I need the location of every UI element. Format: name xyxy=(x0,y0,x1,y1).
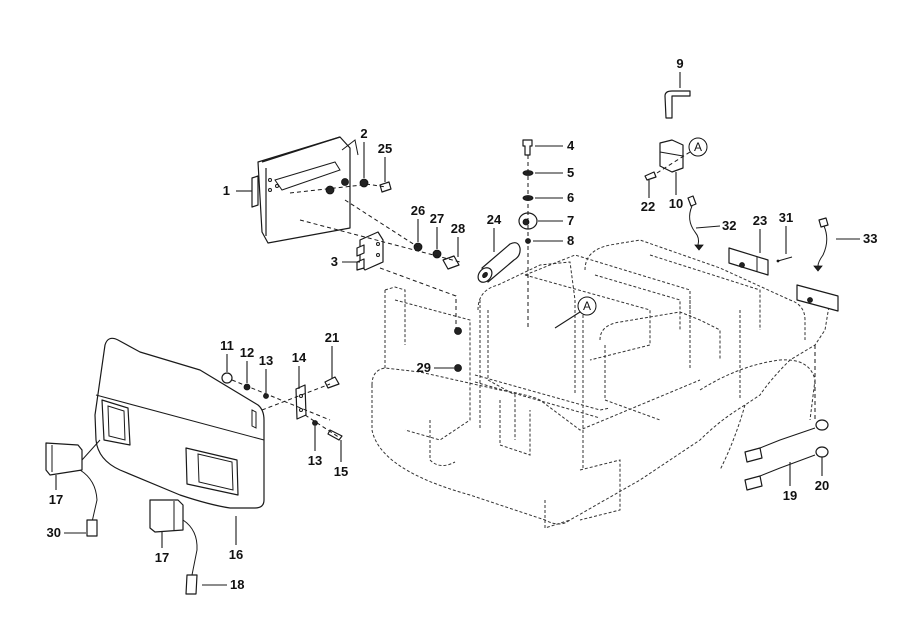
callout-10: 10 xyxy=(669,196,683,211)
leader-lines xyxy=(55,72,860,586)
bracket-10 xyxy=(659,139,684,173)
center-stack xyxy=(518,139,538,330)
work-lamp-left xyxy=(45,439,101,537)
callout-12: 12 xyxy=(240,345,254,360)
callout-9: 9 xyxy=(676,56,683,71)
callout-15: 15 xyxy=(334,464,348,479)
callout-7: 7 xyxy=(567,213,574,228)
plate-14 xyxy=(295,384,307,420)
callout-29: 29 xyxy=(417,360,431,375)
front-cover xyxy=(94,337,265,509)
callout-8: 8 xyxy=(567,233,574,248)
callout-1: 1 xyxy=(223,183,230,198)
cover-hardware xyxy=(221,372,343,441)
bolt-21 xyxy=(324,376,340,389)
callout-23: 23 xyxy=(753,213,767,228)
callout-2: 2 xyxy=(360,126,367,141)
callout-27: 27 xyxy=(430,211,444,226)
lamp-cables xyxy=(744,345,829,491)
callout-20: 20 xyxy=(815,478,829,493)
nut-11 xyxy=(221,372,233,384)
callout-31: 31 xyxy=(779,210,793,225)
callout-4: 4 xyxy=(567,138,575,153)
callout-labels: 1 2 25 3 26 27 28 4 5 6 7 8 24 9 10 22 3… xyxy=(47,56,878,592)
connector-18 xyxy=(185,574,198,595)
right-lamp-recess xyxy=(185,447,239,496)
wire-harness-33 xyxy=(813,217,829,272)
bolt-22 xyxy=(644,171,657,181)
reference-label: A xyxy=(583,299,591,313)
reference-label: A xyxy=(694,140,702,154)
nut-2 xyxy=(359,178,369,188)
callout-13-lower: 13 xyxy=(308,453,322,468)
callout-22: 22 xyxy=(641,199,655,214)
wire-harness-32 xyxy=(687,195,704,251)
callout-18: 18 xyxy=(230,577,244,592)
connector-30 xyxy=(86,519,98,537)
rear-lamp-23 xyxy=(728,247,793,276)
callout-5: 5 xyxy=(567,165,574,180)
callout-11: 11 xyxy=(220,338,234,353)
bolt-25 xyxy=(379,181,392,193)
hinge-bracket xyxy=(356,231,384,271)
callout-32: 32 xyxy=(722,218,736,233)
front-panel-bracket xyxy=(251,136,359,244)
rear-lamp-lower xyxy=(796,284,839,312)
callout-28: 28 xyxy=(451,221,465,236)
reference-marker-a-body: A xyxy=(554,296,597,329)
pin-bracket-group xyxy=(644,90,691,181)
callout-17-right: 17 xyxy=(155,550,169,565)
callout-26: 26 xyxy=(411,203,425,218)
callout-25: 25 xyxy=(378,141,392,156)
pin-9 xyxy=(664,90,691,119)
upper-frame-body xyxy=(371,239,831,529)
callout-30: 30 xyxy=(47,525,61,540)
callout-19: 19 xyxy=(783,488,797,503)
bolt-4 xyxy=(522,139,533,156)
callout-24: 24 xyxy=(487,212,502,227)
callout-33: 33 xyxy=(863,231,877,246)
callout-3: 3 xyxy=(331,254,338,269)
socket-20b xyxy=(815,446,829,458)
callout-6: 6 xyxy=(567,190,574,205)
callout-13-upper: 13 xyxy=(259,353,273,368)
callout-14: 14 xyxy=(292,350,307,365)
nut-upper xyxy=(454,327,462,335)
reference-marker-a-top: A xyxy=(688,137,708,157)
washer-27 xyxy=(432,249,442,259)
bolt-28 xyxy=(442,255,460,270)
work-lamp-right xyxy=(149,499,198,595)
nut-29 xyxy=(454,364,462,372)
top-hardware xyxy=(359,178,460,270)
roller xyxy=(477,242,521,283)
socket-20a xyxy=(815,419,829,431)
callout-16: 16 xyxy=(229,547,243,562)
callout-17-left: 17 xyxy=(49,492,63,507)
callout-21: 21 xyxy=(325,330,339,345)
washer-12 xyxy=(243,383,251,391)
